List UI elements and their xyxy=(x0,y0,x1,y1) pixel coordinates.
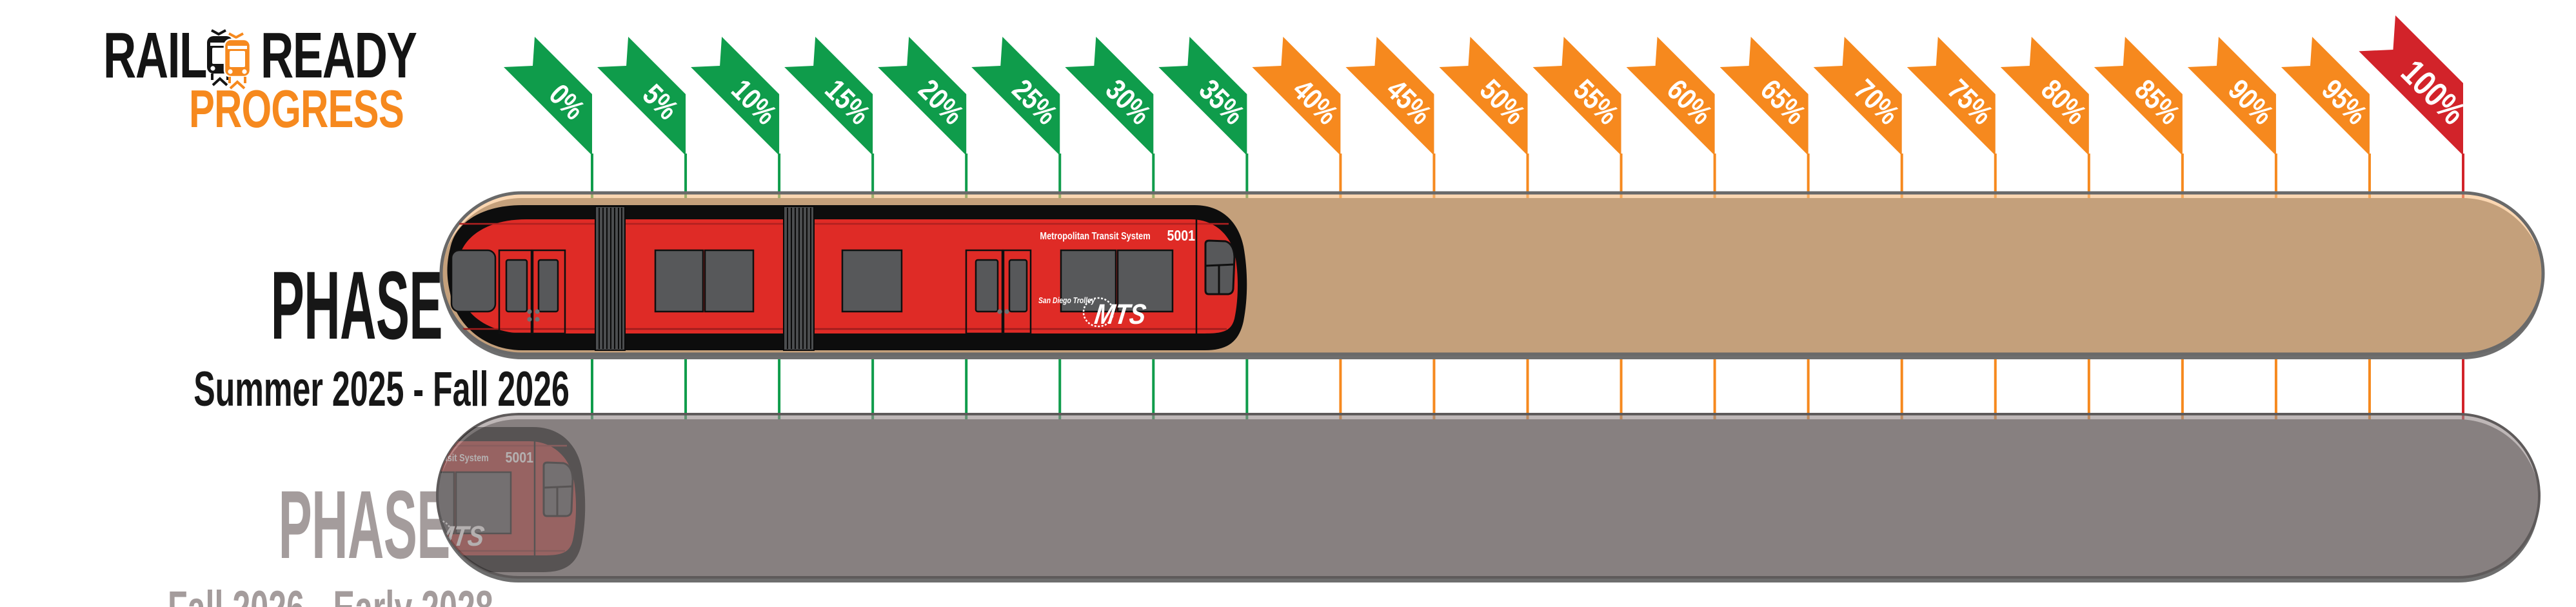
flag-ribbon xyxy=(1626,37,1715,155)
milestone-flag-85%: 85% xyxy=(2094,37,2186,155)
flag-ribbon xyxy=(2094,37,2183,155)
milestone-flag-55%: 55% xyxy=(1532,37,1625,155)
milestone-flag-15%: 15% xyxy=(784,37,877,155)
milestone-flag-80%: 80% xyxy=(2000,37,2093,155)
flag-ribbon xyxy=(1065,37,1154,155)
flag-ribbon xyxy=(597,37,686,155)
phase-one-dates: Summer 2025 - Fall 2026 xyxy=(193,362,570,417)
milestone-flag-100%: 100% xyxy=(2359,15,2473,155)
trolley-icon xyxy=(207,29,252,90)
flag-ribbon xyxy=(504,37,592,155)
flag-ribbon xyxy=(1345,37,1434,155)
flag-ribbon xyxy=(1532,37,1621,155)
flag-ribbon xyxy=(1252,37,1341,155)
milestone-flag-30%: 30% xyxy=(1065,37,1157,155)
flag-ribbon xyxy=(1439,37,1528,155)
flag-ribbon xyxy=(878,37,967,155)
phase-one-train xyxy=(446,204,1248,352)
milestone-flag-0%: 0% xyxy=(504,37,592,155)
logo-text-rail: RAIL xyxy=(103,19,207,92)
milestone-flag-95%: 95% xyxy=(2281,37,2373,155)
milestone-flag-50%: 50% xyxy=(1439,37,1532,155)
flag-ribbon xyxy=(2000,37,2089,155)
flag-ribbon xyxy=(1813,37,1902,155)
milestone-flag-20%: 20% xyxy=(878,37,970,155)
milestone-flag-90%: 90% xyxy=(2187,37,2280,155)
milestone-flag-25%: 25% xyxy=(971,37,1064,155)
milestone-flag-65%: 65% xyxy=(1719,37,1812,155)
flag-ribbon xyxy=(1907,37,1996,155)
logo-text-progress: PROGRESS xyxy=(189,79,404,139)
flag-ribbon xyxy=(1719,37,1808,155)
flag-ribbon xyxy=(2187,37,2276,155)
phase-two-progress-track xyxy=(436,413,2541,579)
milestone-flag-45%: 45% xyxy=(1345,37,1438,155)
milestone-flags: 0%5%10%15%20%25%30%35%40%45%50%55%60%65%… xyxy=(504,15,2473,155)
milestone-flag-70%: 70% xyxy=(1813,37,1906,155)
flag-ribbon xyxy=(784,37,873,155)
flag-ribbon xyxy=(2281,37,2370,155)
milestone-flag-75%: 75% xyxy=(1907,37,1999,155)
milestone-flag-5%: 5% xyxy=(597,37,686,155)
logo-text-ready: READY xyxy=(261,19,417,92)
milestone-flag-10%: 10% xyxy=(691,37,783,155)
flag-ribbon xyxy=(1158,37,1247,155)
milestone-flag-35%: 35% xyxy=(1158,37,1251,155)
flag-ribbon xyxy=(2359,15,2463,155)
flag-ribbon xyxy=(971,37,1060,155)
phase-two-ghost-train xyxy=(437,426,586,573)
flag-ribbon xyxy=(691,37,780,155)
milestone-flag-60%: 60% xyxy=(1626,37,1719,155)
phase-two-dates: Fall 2026 - Early 2028 xyxy=(168,584,493,607)
milestone-flag-40%: 40% xyxy=(1252,37,1344,155)
